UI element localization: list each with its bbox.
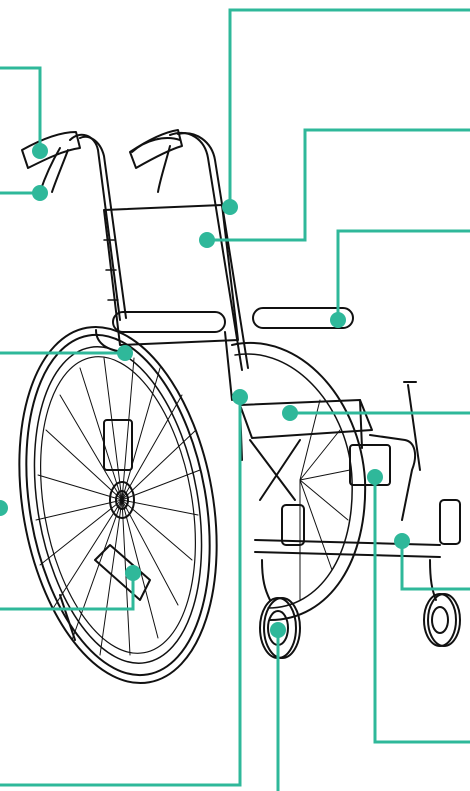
axle-assembly-drawing xyxy=(60,420,150,640)
callout-line-push-handle-grip xyxy=(0,68,40,151)
seat-frame-drawing xyxy=(240,400,415,520)
callout-dot-backrest-post[interactable] xyxy=(222,199,238,215)
callout-dot-push-handle-grip[interactable] xyxy=(32,143,48,159)
callout-line-armrest-pad xyxy=(338,231,470,320)
far-rear-wheel-drawing xyxy=(232,343,365,620)
callout-line-backrest-upholstery xyxy=(207,130,470,240)
callout-dot-push-handle-brake-lever[interactable] xyxy=(32,185,48,201)
callout-dot-rear-wheel[interactable] xyxy=(0,500,8,516)
backrest-frame-drawing xyxy=(22,130,248,370)
callout-dot-side-guard[interactable] xyxy=(117,345,133,361)
callout-dot-armrest-pad[interactable] xyxy=(330,312,346,328)
callout-line-footrest-hanger xyxy=(375,477,470,742)
callout-dot-backrest-upholstery[interactable] xyxy=(199,232,215,248)
callout-dot-seat-frame[interactable] xyxy=(282,405,298,421)
callout-line-axle-plate xyxy=(0,573,133,609)
callout-dot-front-caster[interactable] xyxy=(270,622,286,638)
callout-dots xyxy=(0,143,410,638)
callout-dot-wheel-lock[interactable] xyxy=(394,533,410,549)
callout-dot-footrest-hanger[interactable] xyxy=(367,469,383,485)
callout-line-wheel-lock xyxy=(402,541,470,589)
callout-line-backrest-post xyxy=(230,10,470,207)
casters-drawing xyxy=(260,560,460,658)
rear-wheel-drawing xyxy=(0,311,243,699)
callout-dot-cross-brace[interactable] xyxy=(232,389,248,405)
callout-dot-axle-plate[interactable] xyxy=(125,565,141,581)
